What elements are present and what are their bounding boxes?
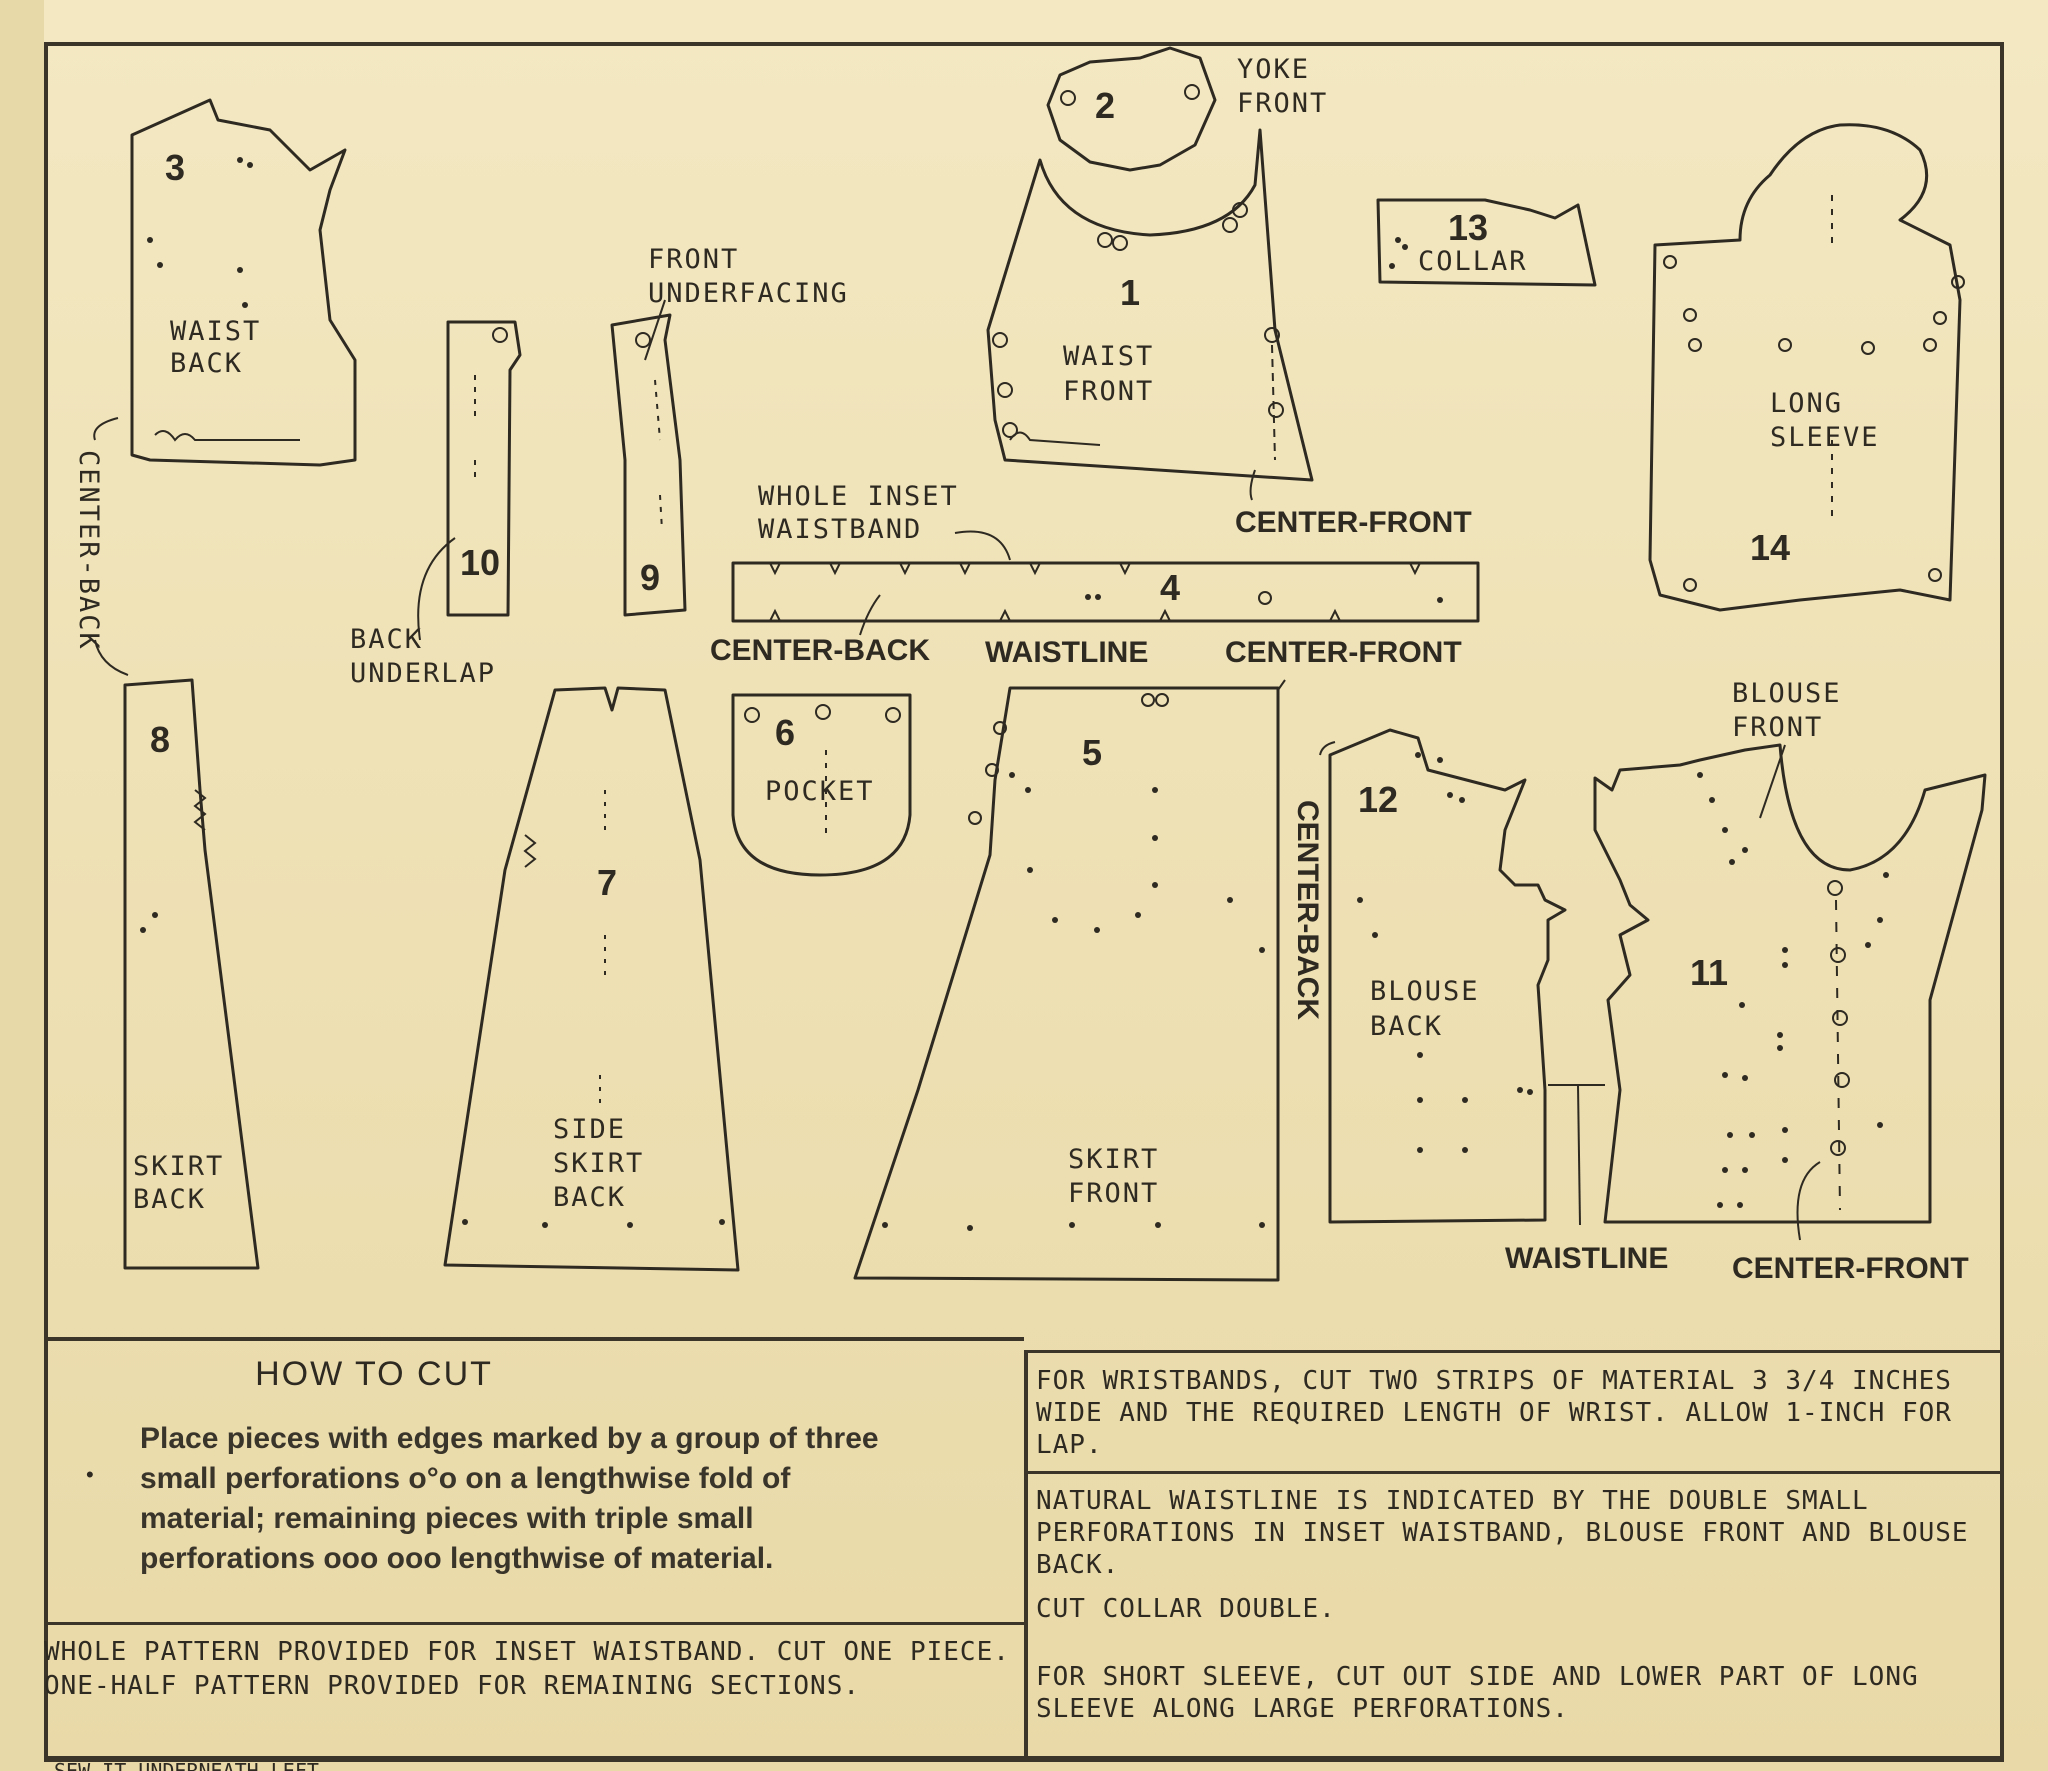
- collar-note: CUT COLLAR DOUBLE.: [1036, 1594, 1336, 1624]
- how-to-cut-section: HOW TO CUT Place pieces with edges marke…: [44, 1337, 1024, 1627]
- piece-number: 14: [1750, 527, 1790, 568]
- note-divider: [1028, 1471, 2004, 1474]
- piece-side-skirt-back: 7 SIDE SKIRT BACK: [443, 686, 740, 1272]
- footer-fragment: SEW IT UNDERNEATH LEFT: [44, 1756, 2004, 1771]
- piece-label: SKIRT: [553, 1148, 644, 1179]
- pointer-arrow: [859, 594, 881, 636]
- piece-number: 3: [165, 147, 185, 188]
- piece-yoke-front: 2 YOKE FRONT: [1046, 46, 1328, 172]
- piece-label: SKIRT: [133, 1151, 224, 1182]
- wristbands-note: FOR WRISTBANDS, CUT TWO STRIPS OF MATERI…: [1036, 1366, 1952, 1460]
- piece-number: 5: [1082, 732, 1102, 773]
- piece-number: 12: [1358, 779, 1398, 820]
- whole-pattern-note: WHOLE PATTERN PROVIDED FOR INSET WAISTBA…: [44, 1622, 1024, 1762]
- piece-number: 2: [1095, 85, 1115, 126]
- piece-number: 13: [1448, 207, 1488, 248]
- piece-back-underlap: 10 BACK UNDERLAP: [350, 320, 522, 689]
- piece-front-underfacing: 9 FRONT UNDERFACING: [610, 244, 849, 617]
- piece-label: LONG: [1770, 388, 1843, 419]
- piece-skirt-front: 5 SKIRT FRONT: [853, 686, 1280, 1282]
- piece-skirt-back: 8 SKIRT BACK: [123, 678, 260, 1270]
- center-back-blouse-label: CENTER-BACK: [1291, 800, 1324, 1020]
- piece-inset-waistband: 4 WHOLE INSET WAISTBAND: [731, 481, 1480, 623]
- bullet-mark: •: [86, 1462, 94, 1487]
- waistline-pointer: [1577, 1084, 1581, 1226]
- cutting-notes: FOR WRISTBANDS, CUT TWO STRIPS OF MATERI…: [1024, 1350, 2004, 1762]
- piece-number: 11: [1690, 952, 1728, 993]
- piece-blouse-front: 11 BLOUSE FRONT: [1593, 678, 1987, 1224]
- piece-label: BACK: [350, 624, 423, 655]
- piece-label: BLOUSE: [1370, 976, 1480, 1007]
- piece-number: 1: [1120, 272, 1140, 313]
- short-sleeve-note: FOR SHORT SLEEVE, CUT OUT SIDE AND LOWER…: [1036, 1662, 1919, 1724]
- piece-label: FRONT: [1732, 712, 1823, 743]
- pointer-arrow: [93, 417, 119, 441]
- piece-waist-front: 1 WAIST FRONT: [986, 128, 1314, 482]
- left-margin-strip: [0, 0, 44, 1771]
- piece-label: WHOLE INSET: [758, 481, 959, 512]
- piece-label: UNDERFACING: [648, 278, 849, 309]
- piece-label: FRONT: [648, 244, 739, 275]
- piece-number: 10: [460, 542, 500, 583]
- piece-long-sleeve: 14 LONG SLEEVE: [1648, 123, 1965, 612]
- pointer-arrow: [417, 537, 456, 641]
- piece-blouse-back: 12 BLOUSE BACK: [1328, 728, 1567, 1224]
- piece-label: SLEEVE: [1770, 422, 1880, 453]
- piece-label: FRONT: [1063, 376, 1154, 407]
- center-front-blouse-label: CENTER-FRONT: [1732, 1252, 1969, 1285]
- piece-label: YOKE: [1237, 54, 1310, 85]
- piece-label: SIDE: [553, 1114, 626, 1145]
- pointer-arrow: [94, 639, 129, 676]
- piece-label: WAISTBAND: [758, 514, 922, 545]
- pointer-arrow: [1277, 679, 1286, 691]
- center-front-band-label: CENTER-FRONT: [1225, 636, 1462, 669]
- piece-label: POCKET: [765, 776, 875, 807]
- piece-waist-back: 3 WAIST BACK: [130, 98, 357, 467]
- piece-label: FRONT: [1237, 88, 1328, 119]
- center-back-label: CENTER-BACK: [73, 450, 104, 651]
- pointer-arrow: [1796, 1161, 1821, 1241]
- piece-label: WAIST: [170, 316, 261, 347]
- piece-label: BACK: [553, 1182, 626, 1213]
- waistline-blouse-label: WAISTLINE: [1505, 1242, 1668, 1275]
- pointer-arrow: [1759, 744, 1786, 819]
- pointer-arrow: [1249, 469, 1256, 501]
- pointer-arrow: [644, 299, 666, 361]
- piece-label: SKIRT: [1068, 1144, 1159, 1175]
- piece-label: WAIST: [1063, 341, 1154, 372]
- center-front-label: CENTER-FRONT: [1235, 506, 1472, 539]
- center-back-band-label: CENTER-BACK: [710, 634, 930, 667]
- piece-label: BACK: [170, 348, 243, 379]
- waistline-note: NATURAL WAISTLINE IS INDICATED BY THE DO…: [1036, 1486, 1969, 1580]
- pointer-arrow: [954, 530, 1011, 561]
- piece-label: BACK: [133, 1184, 206, 1215]
- piece-number: 7: [597, 862, 617, 903]
- piece-number: 4: [1160, 567, 1180, 608]
- piece-label: COLLAR: [1418, 246, 1528, 277]
- piece-label: FRONT: [1068, 1178, 1159, 1209]
- piece-number: 6: [775, 712, 795, 753]
- piece-number: 8: [150, 719, 170, 760]
- how-to-cut-body: Place pieces with edges marked by a grou…: [140, 1422, 879, 1575]
- piece-label: UNDERLAP: [350, 658, 496, 689]
- piece-number: 9: [640, 557, 660, 598]
- pointer-arrow: [1319, 741, 1336, 756]
- piece-label: BACK: [1370, 1011, 1443, 1042]
- piece-pocket: 6 POCKET: [731, 693, 912, 877]
- how-to-cut-title: HOW TO CUT: [255, 1355, 493, 1393]
- piece-collar: 13 COLLAR: [1376, 198, 1597, 287]
- piece-label: BLOUSE: [1732, 678, 1842, 709]
- waistline-band-label: WAISTLINE: [985, 636, 1148, 669]
